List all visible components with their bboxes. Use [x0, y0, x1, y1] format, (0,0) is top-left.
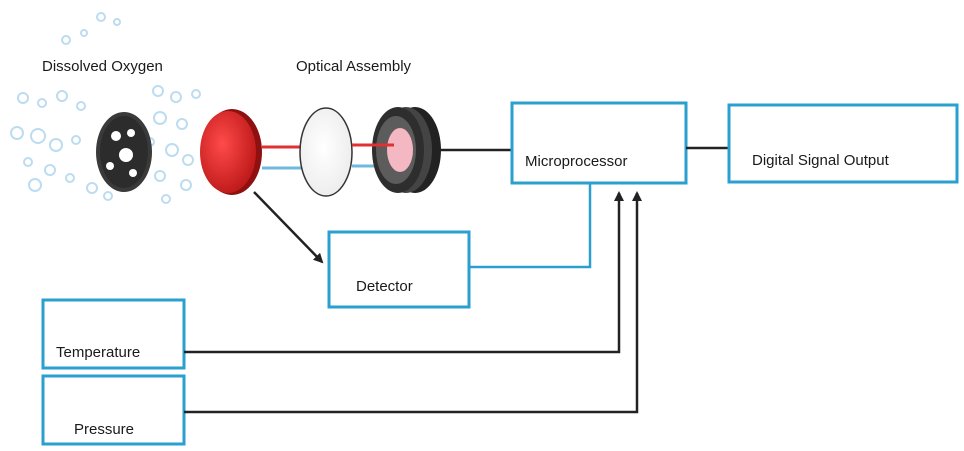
- membrane-to-detector-arrow: [253, 191, 324, 264]
- pressure-label: Pressure: [74, 421, 135, 438]
- digital-signal-output-box: [727, 103, 959, 184]
- digital-signal-output-label: Digital Signal Output: [752, 152, 889, 169]
- optical-assembly-label: Optical Assembly: [296, 58, 412, 75]
- sensor-cap-icon: [96, 112, 152, 192]
- pressure-box: [41, 374, 186, 446]
- pressure-to-microprocessor-arrow: [184, 191, 642, 414]
- lens-icon: [299, 107, 353, 197]
- microprocessor-label: Microprocessor: [525, 153, 628, 170]
- temperature-label: Temperature: [56, 344, 141, 361]
- detector-label: Detector: [356, 278, 413, 295]
- detector-box: [327, 230, 471, 309]
- detector-to-microprocessor-line: [469, 183, 592, 269]
- temperature-box: [41, 298, 186, 370]
- optical-housing-icon: [372, 107, 441, 193]
- temperature-to-microprocessor-arrow: [184, 191, 624, 354]
- dissolved-oxygen-label: Dissolved Oxygen: [42, 58, 163, 75]
- membrane-icon: [200, 109, 262, 195]
- microprocessor-box: [510, 101, 688, 185]
- oxygen-bubbles: [10, 12, 201, 204]
